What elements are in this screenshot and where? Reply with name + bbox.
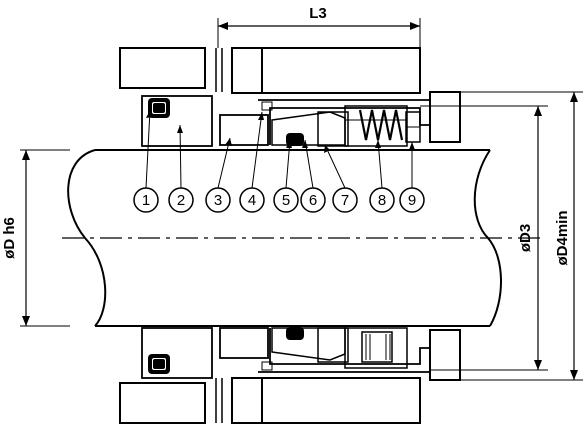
callout-1: 1 [142,192,150,209]
callout-3: 3 [214,192,222,209]
housing-bottom [119,329,461,424]
callout-5: 5 [282,192,290,209]
label-l3: L3 [309,5,327,22]
callout-2: 2 [177,192,185,209]
seal-parts-top [141,95,431,147]
dimension-d4min [460,91,583,381]
dimension-d-h6 [20,149,70,327]
callout-9: 9 [408,192,416,209]
dimension-l3 [217,18,421,48]
callout-circles: 1 2 3 4 5 6 7 8 9 [133,187,425,213]
housing-top [119,47,461,143]
seal-parts-bottom [141,327,431,379]
callout-leaders [145,109,415,189]
callout-6: 6 [309,192,317,209]
label-d4min: øD4min [554,210,571,265]
callout-8: 8 [378,192,386,209]
label-d-h6: øD h6 [1,217,18,259]
dimension-d3 [420,105,548,371]
callout-7: 7 [341,192,349,209]
callout-4: 4 [248,192,256,209]
label-d3: øD3 [517,224,534,252]
shaft [62,149,540,327]
